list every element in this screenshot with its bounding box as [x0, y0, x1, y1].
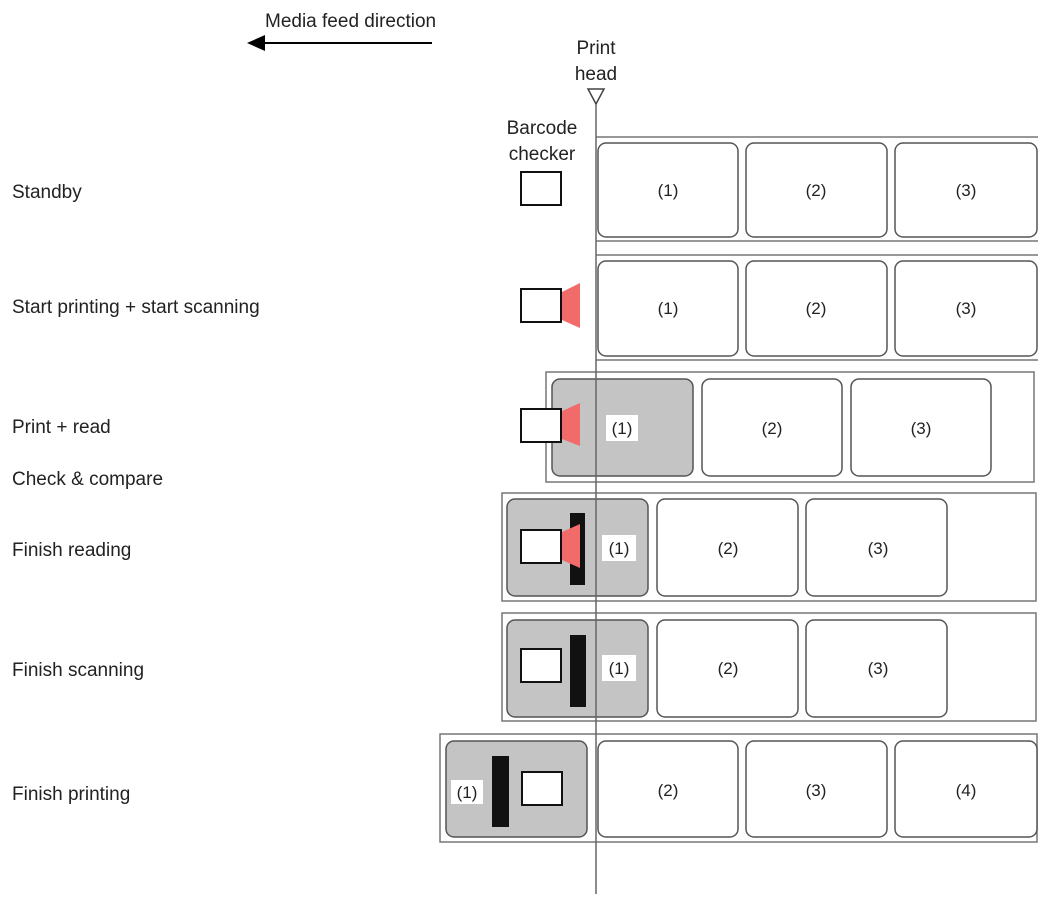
printed-barcode-icon — [492, 756, 509, 827]
label-number: (2) — [806, 299, 827, 318]
scan-beam-icon — [562, 524, 580, 568]
feed-direction-arrow — [247, 35, 432, 51]
step-label-start-printing: Start printing + start scanning — [12, 297, 260, 318]
barcode-checker-icon — [520, 648, 562, 683]
media-label — [701, 378, 843, 477]
label-number: (2) — [658, 781, 679, 800]
media-label — [805, 619, 948, 718]
label-number: (4) — [956, 781, 977, 800]
label-number-box — [606, 415, 638, 441]
row-standby: (1) (2) (3) — [520, 136, 1038, 242]
media-label — [597, 740, 739, 838]
media-label — [894, 740, 1038, 838]
media-label — [656, 498, 799, 597]
print-head-label-line1: Print — [576, 38, 616, 59]
label-number: (3) — [806, 781, 827, 800]
print-head-marker-icon — [586, 88, 606, 106]
media-label — [894, 260, 1038, 357]
media-label — [805, 498, 948, 597]
feed-direction-label: Media feed direction — [265, 11, 436, 32]
label-number: (1) — [457, 783, 478, 802]
label-number-box — [451, 780, 483, 804]
row-start-printing: (1) (2) (3) — [520, 254, 1038, 361]
label-number: (2) — [806, 181, 827, 200]
row-finish-printing: (1) (2) (3) (4) — [439, 733, 1038, 843]
label-number: (2) — [762, 419, 783, 438]
row-finish-reading: (1) (2) (3) — [501, 492, 1037, 602]
media-label — [894, 142, 1038, 238]
printed-media-label — [445, 740, 588, 838]
label-number: (3) — [911, 419, 932, 438]
media-label — [656, 619, 799, 718]
printed-barcode-icon — [570, 635, 586, 707]
barcode-checker-icon — [520, 171, 562, 206]
print-head-label-line2: head — [575, 64, 617, 85]
scan-beam-icon — [562, 283, 580, 328]
media-label — [597, 260, 739, 357]
label-number: (3) — [956, 181, 977, 200]
step-label-finish-scanning: Finish scanning — [12, 660, 144, 681]
step-label-finish-printing: Finish printing — [12, 784, 130, 805]
barcode-checker-icon — [520, 288, 562, 323]
label-number: (1) — [658, 181, 679, 200]
barcode-checker-label-line1: Barcode — [507, 118, 578, 139]
step-label-finish-reading: Finish reading — [12, 540, 131, 561]
label-number: (1) — [612, 419, 633, 438]
label-number: (2) — [718, 539, 739, 558]
step-label-standby: Standby — [12, 182, 82, 203]
step-label-check-compare: Check & compare — [12, 469, 163, 490]
label-number: (3) — [868, 539, 889, 558]
label-number-box — [602, 535, 636, 561]
media-label — [745, 260, 888, 357]
step-label-print-read: Print + read — [12, 417, 111, 438]
barcode-checker-icon — [521, 771, 563, 806]
barcode-checker-icon — [520, 529, 562, 564]
label-number: (1) — [658, 299, 679, 318]
media-label — [745, 142, 888, 238]
media-label — [850, 378, 992, 477]
label-number: (1) — [609, 659, 630, 678]
barcode-checker-icon — [520, 408, 562, 443]
row-print-read: (1) (2) (3) — [520, 371, 1035, 483]
scan-beam-icon — [562, 403, 580, 446]
label-number-box — [602, 655, 636, 681]
label-number: (1) — [609, 539, 630, 558]
label-number: (2) — [718, 659, 739, 678]
row-finish-scanning: (1) (2) (3) — [501, 612, 1037, 722]
label-number: (3) — [956, 299, 977, 318]
media-label — [745, 740, 888, 838]
media-label — [597, 142, 739, 238]
barcode-checker-label-line2: checker — [509, 144, 576, 165]
label-number: (3) — [868, 659, 889, 678]
